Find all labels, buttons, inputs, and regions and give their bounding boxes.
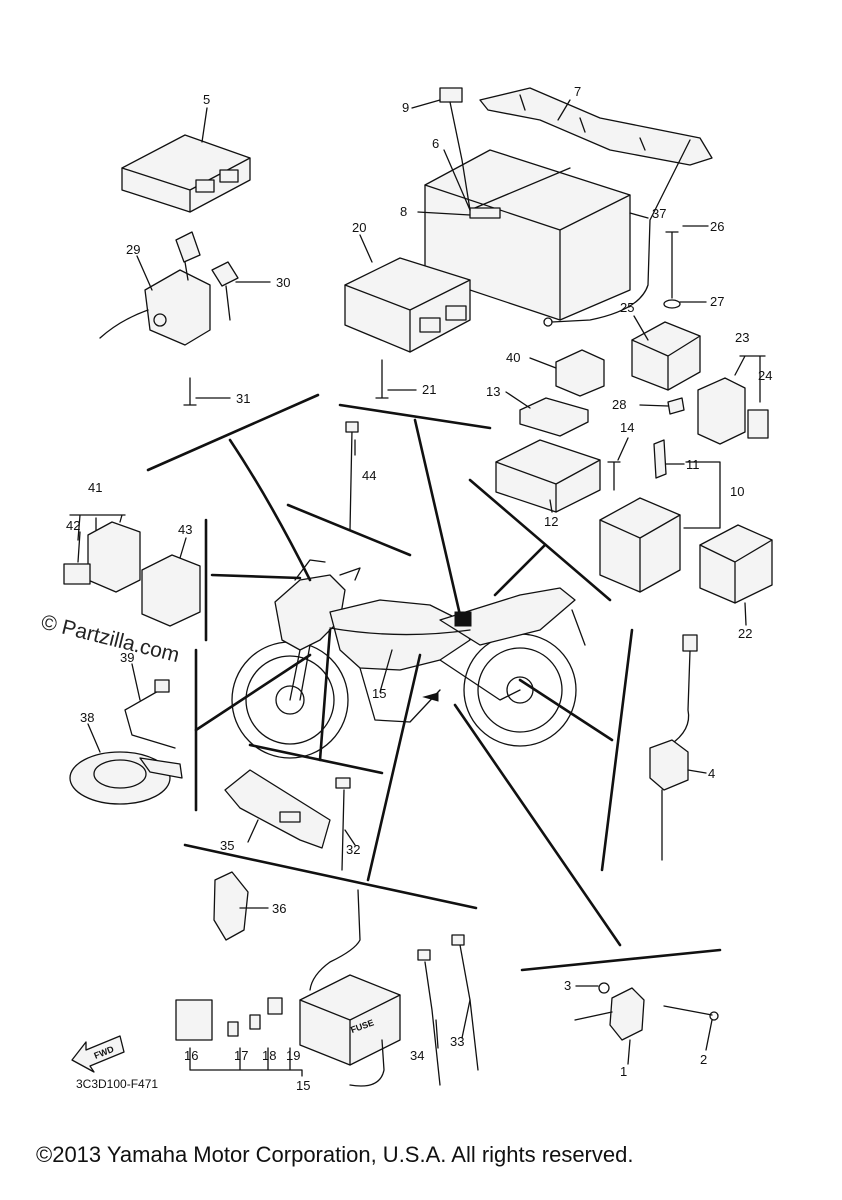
part-12-holder [495, 439, 601, 513]
callout-3: 3 [564, 978, 571, 993]
part-43-relay [141, 554, 201, 627]
callout-26: 26 [710, 219, 724, 234]
part-27-washer [663, 299, 681, 309]
callout-33: 33 [450, 1034, 464, 1049]
callout-34: 34 [410, 1048, 424, 1063]
callout-15-group: 15 [296, 1078, 310, 1093]
motorcycle-illustration [231, 559, 586, 759]
callout-18: 18 [262, 1048, 276, 1063]
part-41-relay-assembly [69, 514, 141, 593]
callout-17: 17 [234, 1048, 248, 1063]
leader-lines [77, 99, 747, 1077]
callout-10: 10 [730, 484, 744, 499]
callout-20: 20 [352, 220, 366, 235]
copyright-notice: ©2013 Yamaha Motor Corporation, U.S.A. A… [36, 1142, 633, 1167]
callout-43: 43 [178, 522, 192, 537]
callout-6: 6 [432, 136, 439, 151]
callout-30: 30 [276, 275, 290, 290]
part-24-connector [747, 409, 769, 439]
callout-9: 9 [402, 100, 409, 115]
callout-14: 14 [620, 420, 634, 435]
part-20-control-unit [344, 257, 471, 353]
callout-2: 2 [700, 1052, 707, 1067]
part-29-main-switch [99, 231, 211, 346]
part-36-clamp [213, 871, 249, 941]
part-9-clip [439, 87, 463, 103]
callout-21: 21 [422, 382, 436, 397]
callout-16: 16 [184, 1048, 198, 1063]
part-40-relay [555, 349, 605, 397]
part-3-nut [598, 982, 610, 994]
part-1-sensor [574, 987, 645, 1041]
part-22-relay-unit [699, 524, 773, 604]
callout-15-harness: 15 [372, 686, 386, 701]
callout-1: 1 [620, 1064, 627, 1079]
part-21-bolt [375, 359, 389, 399]
callout-44: 44 [362, 468, 376, 483]
part-34-tie [424, 961, 441, 1086]
callout-numbers: 5 9 7 6 8 37 20 29 30 31 21 26 27 25 23 … [66, 84, 772, 1093]
callout-31: 31 [236, 391, 250, 406]
part-11-fuse [653, 439, 667, 479]
callout-19: 19 [286, 1048, 300, 1063]
part-35-sheet [224, 769, 331, 849]
callout-36: 36 [272, 901, 286, 916]
part-31-bolt [183, 377, 197, 406]
callout-12: 12 [544, 514, 558, 529]
part-38-horn [69, 751, 183, 805]
callout-23: 23 [735, 330, 749, 345]
callout-39: 39 [120, 650, 134, 665]
callout-40: 40 [506, 350, 520, 365]
callout-4: 4 [708, 766, 715, 781]
diagram-code: 3C3D100-F471 [76, 1077, 158, 1091]
callout-25: 25 [620, 300, 634, 315]
part-42-connector [63, 563, 91, 585]
callout-27: 27 [710, 294, 724, 309]
part-44-tie [349, 429, 353, 531]
callout-5: 5 [203, 92, 210, 107]
callout-42: 42 [66, 518, 80, 533]
part-32-tie [341, 789, 345, 871]
part-26-bolt [665, 231, 679, 299]
callout-29: 29 [126, 242, 140, 257]
callout-41: 41 [88, 480, 102, 495]
part-37-cable [551, 139, 691, 323]
callout-32: 32 [346, 842, 360, 857]
section-dividers [146, 393, 722, 972]
callout-22: 22 [738, 626, 752, 641]
part-2-bolt [663, 1005, 713, 1016]
callout-8: 8 [400, 204, 407, 219]
part-23-connector [697, 377, 746, 445]
callout-13: 13 [486, 384, 500, 399]
callout-28: 28 [612, 397, 626, 412]
part-4-switch [649, 634, 698, 861]
callout-7: 7 [574, 84, 581, 99]
part-30-key [211, 261, 239, 321]
part-15-wire-harness [175, 889, 401, 1087]
part-14-bolt [607, 461, 621, 491]
callout-11: 11 [686, 457, 700, 472]
part-39-sensor [124, 689, 176, 749]
callout-35: 35 [220, 838, 234, 853]
part-28-bracket [667, 397, 685, 415]
forward-arrow-icon: FWD [71, 1035, 125, 1073]
part-10-starter-relay [599, 497, 681, 593]
part-13-cover [519, 397, 589, 437]
part-7-bracket [479, 87, 713, 166]
callout-24: 24 [758, 368, 772, 383]
callout-37: 37 [652, 206, 666, 221]
callout-38: 38 [80, 710, 94, 725]
part-25-relay [631, 321, 701, 391]
part-5-ecu [121, 134, 251, 213]
